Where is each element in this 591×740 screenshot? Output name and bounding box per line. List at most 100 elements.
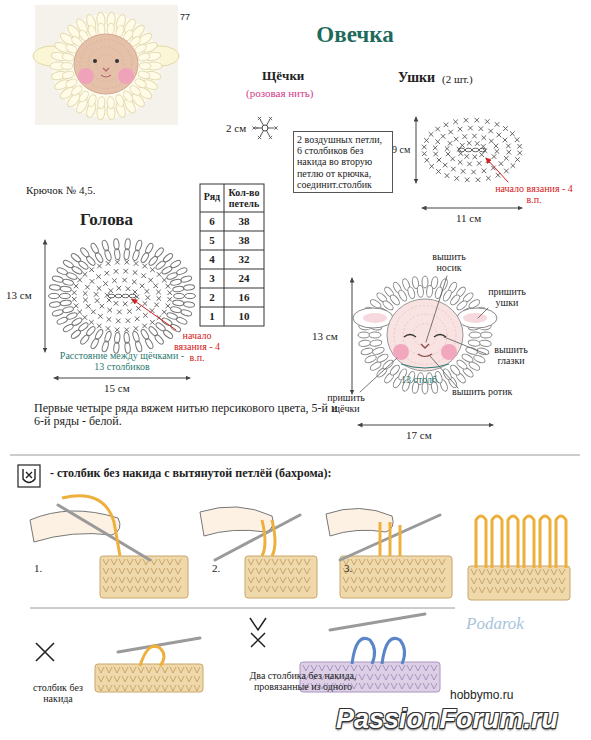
fabric-stitch [151, 586, 157, 592]
stitch-x [499, 161, 504, 166]
fabric-stitch [511, 569, 517, 575]
fabric-stitch [143, 586, 149, 592]
fringe-loop [49, 293, 60, 298]
fabric-stitch [111, 559, 117, 565]
face [74, 34, 138, 94]
fabric-stitch [98, 676, 104, 682]
fabric-stitch [495, 587, 501, 593]
stitch-x [476, 177, 481, 182]
fringe-loop [358, 340, 371, 348]
stitch-x [475, 141, 480, 146]
face-stitch-row [96, 55, 116, 74]
fabric-stitch [543, 578, 549, 584]
stitch-x [453, 120, 458, 125]
cheek-chart [252, 117, 277, 139]
fabric-stitch [114, 676, 120, 682]
stitch-x [479, 152, 484, 157]
fabric-stitch [288, 586, 294, 592]
chain-stitch [115, 294, 122, 298]
stitch-symbols [36, 614, 440, 692]
table-cell: 1 [200, 310, 224, 322]
stitch-x [464, 154, 469, 159]
fabric-stitch [359, 568, 365, 574]
fabric-stitch [391, 665, 397, 671]
fringe-loop [137, 70, 150, 80]
stitch-x [135, 316, 140, 321]
fabric-stitch [146, 676, 152, 682]
fabric-stitch [138, 676, 144, 682]
fabric-stitch [304, 586, 310, 592]
stitch-x [425, 158, 430, 163]
fabric-stitch [367, 665, 373, 671]
stitch-x [479, 126, 484, 131]
instruction-text: 2 воздушных петли, 6 столбиков без накид… [297, 134, 389, 190]
fabric-stitch [359, 586, 365, 592]
fabric-stitch [407, 559, 413, 565]
fabric-stitch [391, 577, 397, 583]
fabric-stitch [151, 559, 157, 565]
fabric-stitch [248, 577, 254, 583]
fabric-stitch [256, 577, 262, 583]
stitch-x [107, 317, 112, 322]
fabric-stitch [391, 586, 397, 592]
assembled-sheep [352, 276, 497, 425]
fabric-stitch [122, 685, 128, 691]
stitch-x [269, 117, 272, 120]
head-chart [45, 238, 196, 378]
fabric-stitch [399, 559, 405, 565]
table-header: Ряд [200, 191, 224, 202]
fringe-loop [134, 240, 142, 252]
fringe-loop [79, 247, 90, 259]
instruction-box: 2 воздушных петли, 6 столбиков без накид… [293, 131, 393, 193]
fringe-loop [170, 306, 182, 314]
table-rule [200, 231, 264, 232]
fringe-loop [61, 52, 74, 62]
stitch-x [72, 297, 77, 302]
fabric-stitch [439, 559, 445, 565]
fabric-stitch [296, 559, 302, 565]
dimension: 13 см [6, 289, 42, 301]
fabric-stitch [375, 568, 381, 574]
fabric-stitch [106, 676, 112, 682]
fabric-stitch [170, 685, 176, 691]
fringe-loop [56, 316, 68, 325]
stitch-x [74, 304, 79, 309]
stitch-x [83, 291, 88, 296]
fabric-stitch [143, 577, 149, 583]
fringe-loop [422, 276, 428, 288]
callout: пришить щёчки [320, 392, 372, 414]
stitch-x [515, 157, 520, 162]
stitch-x [90, 279, 95, 284]
face-stitch-row [394, 306, 456, 365]
fabric-stitch [415, 586, 421, 592]
fringe-loop [180, 275, 192, 283]
stitch-x [467, 162, 472, 167]
callout: пришить ушки [482, 286, 532, 308]
stitch-line [261, 131, 264, 136]
fringe-loop [170, 259, 182, 269]
fabric-stitch [304, 577, 310, 583]
fabric-stitch [519, 587, 525, 593]
fringe-loop [174, 293, 185, 298]
stitch-x [126, 286, 131, 291]
fabric-stitch [280, 568, 286, 574]
fabric-stitch [375, 683, 381, 689]
fabric-stitch [288, 559, 294, 565]
fabric-stitch [527, 569, 533, 575]
fringe-loop [90, 338, 100, 350]
fabric-stitch [359, 683, 365, 689]
fabric-stitch [304, 568, 310, 574]
stitch-x [74, 284, 79, 289]
stitch-x [464, 118, 469, 123]
fabric-stitch [138, 685, 144, 691]
fringe-loop [162, 329, 174, 340]
fabric-stitch [119, 559, 125, 565]
dimension-line [422, 208, 522, 209]
fleece [52, 14, 160, 118]
stitch-x [133, 270, 138, 275]
fabric-stitch [359, 559, 365, 565]
fabric-stitch [272, 586, 278, 592]
fabric-stitch [415, 559, 421, 565]
fabric-stitch [503, 587, 509, 593]
part-count: (2 шт.) [442, 73, 492, 85]
